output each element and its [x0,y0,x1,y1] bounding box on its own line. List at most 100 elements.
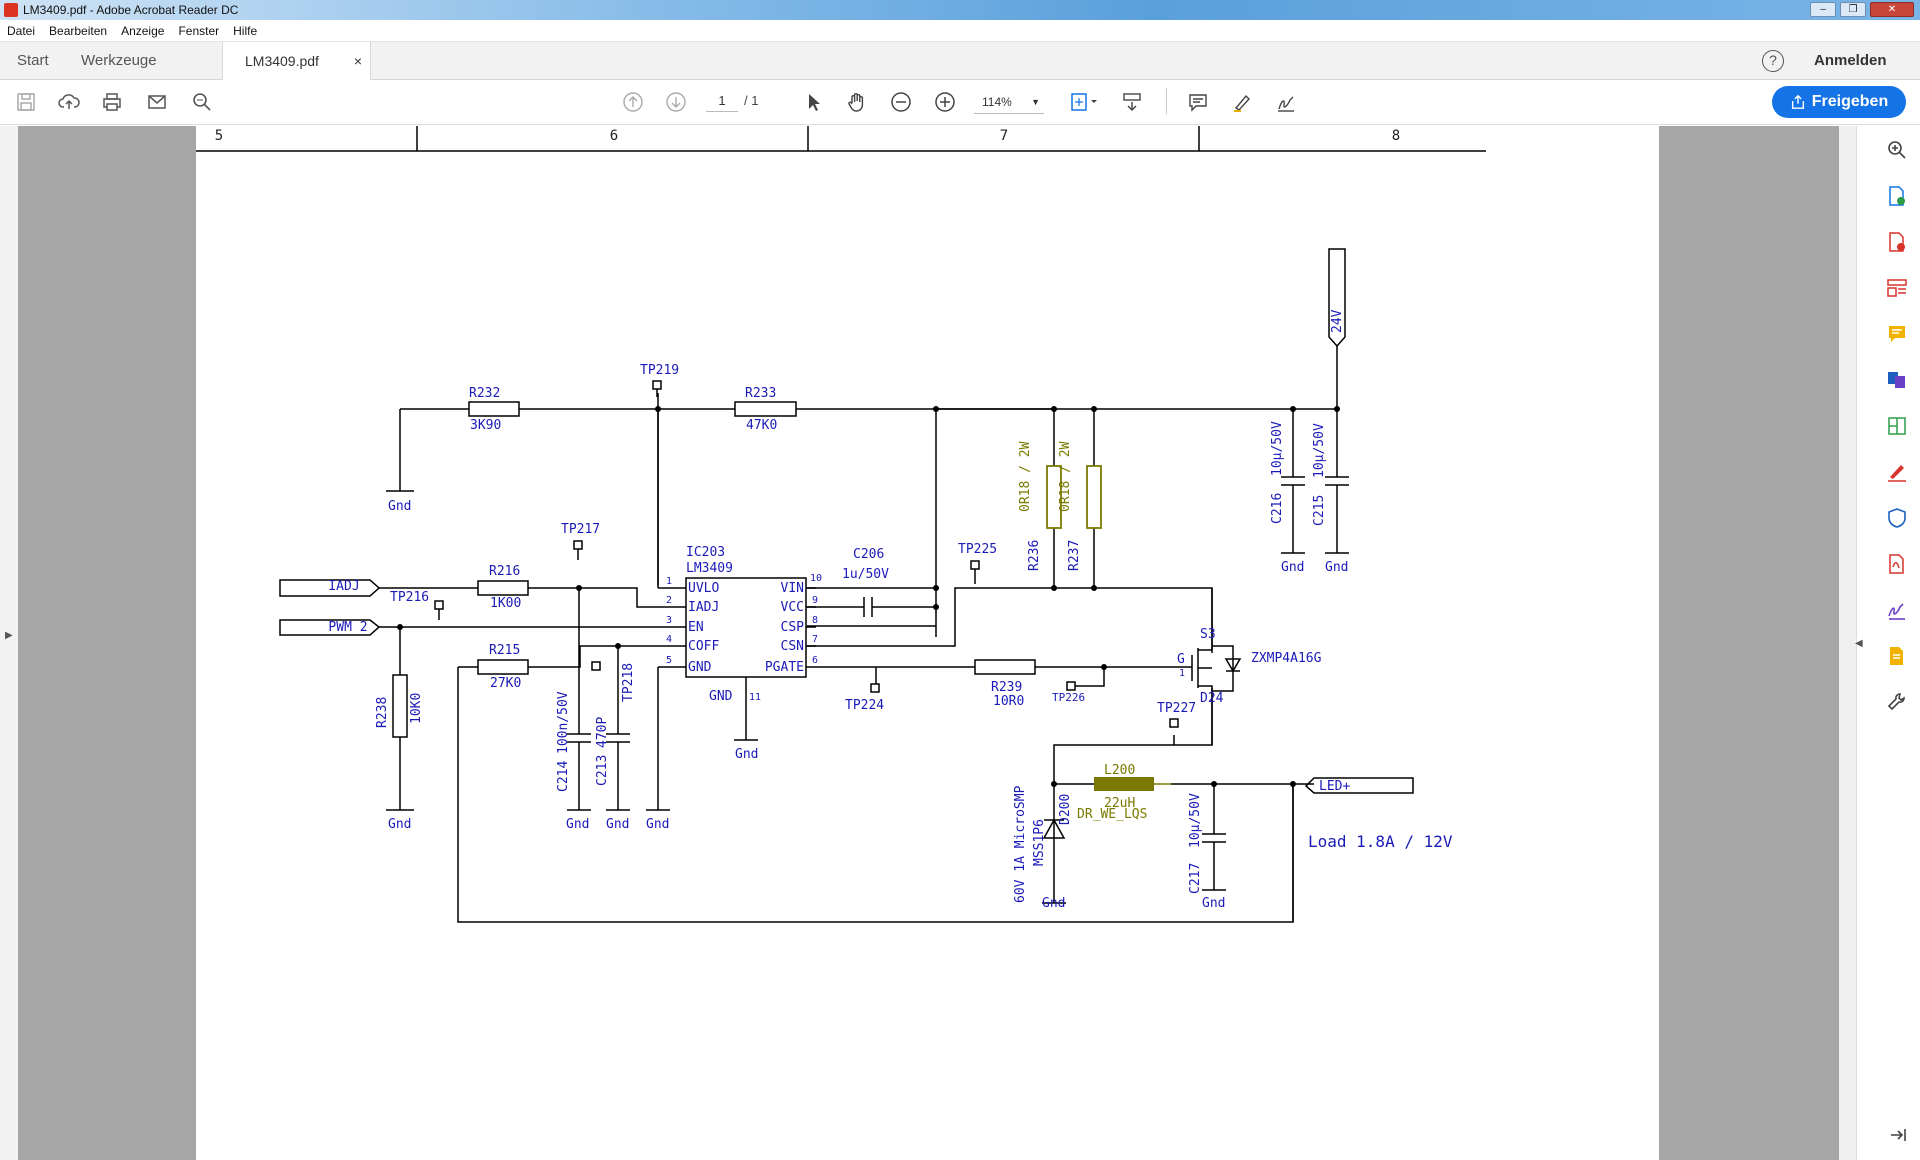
c206-ref: C206 [853,547,884,562]
protect-shield-icon[interactable] [1884,505,1910,531]
next-page-icon[interactable] [662,88,690,116]
tp225-label: TP225 [958,542,997,557]
diode-part: MSS1P6 [1032,819,1047,866]
gnd-label: Gnd [1281,560,1304,575]
r237-value: 0R18 / 2W [1058,441,1073,512]
title-bar: LM3409.pdf - Adobe Acrobat Reader DC – ❐… [0,0,1920,20]
inductor-ref: L200 [1104,763,1135,778]
fit-page-icon[interactable] [1066,88,1102,116]
hand-tool-icon[interactable] [843,88,871,116]
cloud-upload-icon[interactable] [55,88,83,116]
pwm-port-label: PWM 2 [328,620,367,635]
zoom-out-icon[interactable] [887,88,915,116]
r232-ref: R232 [469,386,500,401]
share-button[interactable]: Freigeben [1772,86,1906,118]
fill-sign-icon[interactable] [1884,459,1910,485]
r216-value: 1K00 [490,596,521,611]
r238-value: 10K0 [409,693,424,724]
close-tab-icon[interactable]: × [353,53,362,69]
create-pdf-icon[interactable] [1884,183,1910,209]
tab-document[interactable]: LM3409.pdf × [222,42,371,81]
edit-pdf-icon[interactable] [1884,413,1910,439]
save-icon[interactable] [12,88,40,116]
ic-pin-num: 1 [666,576,672,587]
combine-files-icon[interactable] [1884,367,1910,393]
sign-icon[interactable] [1272,88,1300,116]
tab-start[interactable]: Start [17,52,49,69]
r239-value: 10R0 [993,694,1024,709]
tp218-label: TP218 [621,663,636,702]
mosfet-source: S3 [1200,627,1216,642]
c206-value: 1u/50V [842,567,889,582]
tp227-label: TP227 [1157,701,1196,716]
left-panel-toggle[interactable]: ▶ [0,126,18,1160]
c215-value: 10µ/50V [1312,423,1327,478]
tp217-label: TP217 [561,522,600,537]
ic-pin-uvlo: UVLO [688,581,719,596]
zoom-in-icon[interactable] [931,88,959,116]
previous-page-icon[interactable] [619,88,647,116]
export-pdf-icon[interactable] [1884,229,1910,255]
r236-ref: R236 [1027,540,1042,571]
page-number-input[interactable]: 1 [706,90,738,112]
gnd-label: Gnd [1202,896,1225,911]
gnd-label: Gnd [388,817,411,832]
ic-pin-num: 5 [666,655,672,666]
organize-pages-icon[interactable] [1884,275,1910,301]
zoom-level-select[interactable]: 114% ▼ [974,90,1044,114]
chevron-left-icon[interactable]: ◀ [1855,638,1863,649]
search-icon[interactable] [188,88,216,116]
r216-ref: R216 [489,564,520,579]
minimize-button[interactable]: – [1810,2,1836,17]
ic-pin-num: 7 [812,634,818,645]
inductor-part: DR_WE_LQS [1077,807,1147,822]
pdf-document-icon[interactable] [1884,551,1910,577]
column-label: 7 [1000,128,1008,144]
supply-label: 24V [1330,309,1345,333]
highlight-pen-icon[interactable] [1228,88,1256,116]
led-port-label: LED+ [1319,779,1350,794]
comment-tool-icon[interactable] [1884,321,1910,347]
maximize-button[interactable]: ❐ [1840,2,1866,17]
tab-tools[interactable]: Werkzeuge [81,52,157,69]
ic-pin-vcc: VCC [781,600,804,615]
more-tools-icon[interactable] [1884,643,1910,669]
gnd-label: Gnd [566,817,589,832]
scroll-mode-icon[interactable] [1118,88,1146,116]
close-window-button[interactable]: ✕ [1870,2,1914,17]
mosfet-drain: D24 [1200,691,1224,706]
c216-value: 10µ/50V [1270,421,1285,476]
select-cursor-icon[interactable] [800,88,828,116]
help-icon[interactable]: ? [1762,50,1784,72]
ic-pin-vin: VIN [781,581,804,596]
zoom-search-icon[interactable] [1884,137,1910,163]
c214-value: 100n/50V [556,691,571,754]
r215-ref: R215 [489,643,520,658]
vertical-scrollbar[interactable] [1839,126,1856,1160]
ic-pin-en: EN [688,620,704,635]
menu-file[interactable]: Datei [7,23,36,38]
customize-tools-icon[interactable] [1884,689,1910,715]
page-total: / 1 [744,93,759,108]
menu-window[interactable]: Fenster [178,23,220,38]
menu-help[interactable]: Hilfe [233,23,258,38]
ic-ref: IC203 [686,545,725,560]
menu-edit[interactable]: Bearbeiten [49,23,108,38]
ic-pin-gnd-bottom: GND [709,689,733,704]
r233-value: 47K0 [746,418,777,433]
send-signature-icon[interactable] [1884,597,1910,623]
comment-icon[interactable] [1184,88,1212,116]
print-icon[interactable] [98,88,126,116]
share-icon [1791,94,1804,109]
r239-ref: R239 [991,680,1022,695]
mosfet-gate: G [1177,652,1185,667]
ic-pin-num: 4 [666,634,672,645]
email-icon[interactable] [143,88,171,116]
menu-view[interactable]: Anzeige [121,23,165,38]
tab-bar: Start Werkzeuge LM3409.pdf × [0,42,1920,81]
window-title: LM3409.pdf - Adobe Acrobat Reader DC [23,3,239,17]
c217-value: 10µ/50V [1188,793,1203,848]
expand-panel-icon[interactable] [1884,1122,1910,1148]
signin-button[interactable]: Anmelden [1814,52,1887,69]
